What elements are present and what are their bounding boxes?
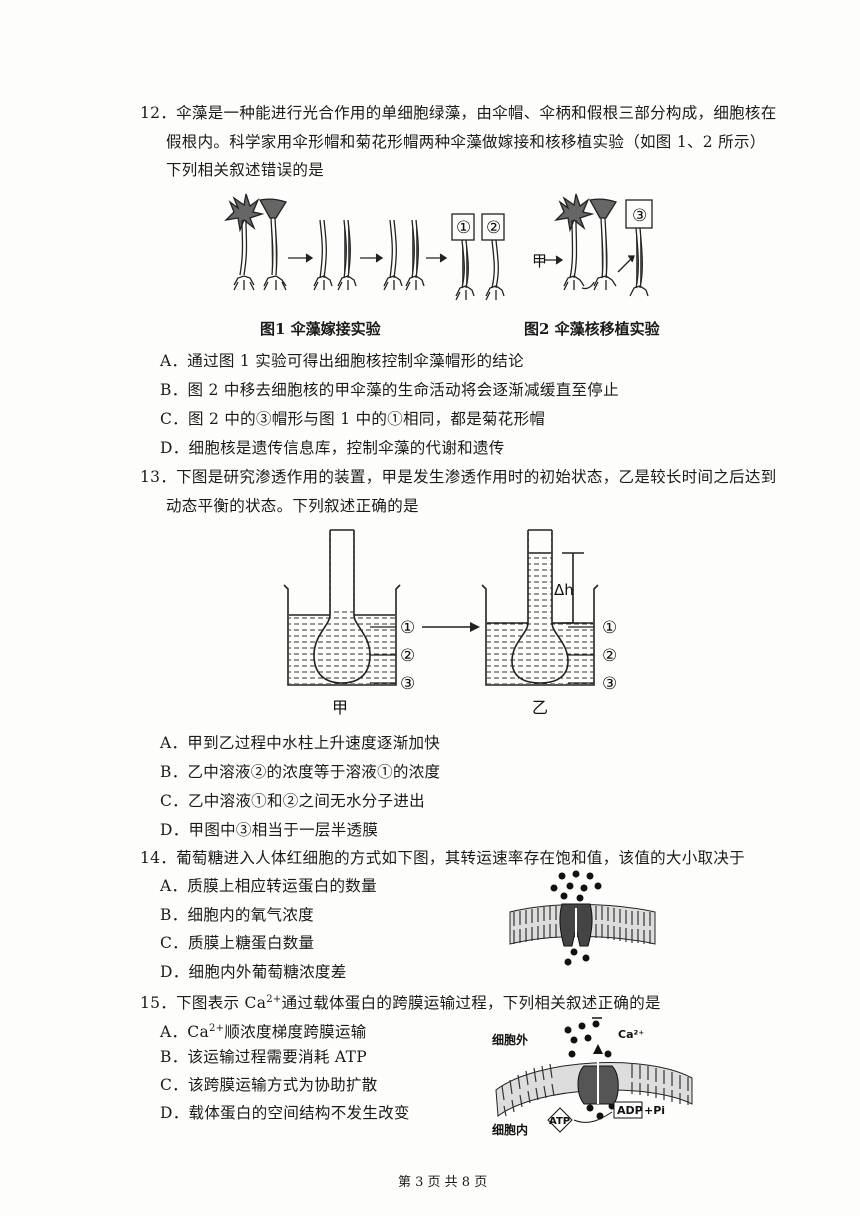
page-footer: 第 3 页 共 8 页 [398, 1175, 488, 1190]
q15-option-c: C．该跨膜运输方式为协助扩散 [160, 1076, 378, 1094]
fig1-label-2: ② [486, 218, 501, 238]
label-inside-cell: 细胞内 [492, 1122, 528, 1137]
q12-option-d: D．细胞核是遗传信息库，控制伞藻的代谢和遗传 [160, 439, 505, 457]
figure-2-nuclear-transplant: ③ 甲 [532, 193, 653, 297]
q12-stem-line3: 下列相关叙述错误的是 [166, 161, 325, 179]
fig2-label-jia: 甲 [532, 252, 547, 270]
q15-option-d: D．载体蛋白的空间结构不发生改变 [160, 1104, 410, 1122]
q12-stem-line1: 12．伞藻是一种能进行光合作用的单细胞绿藻，由伞帽、伞柄和假根三部分构成，细胞核… [140, 104, 777, 122]
q15-option-b: B．该运输过程需要消耗 ATP [160, 1048, 367, 1066]
osmosis-label-yi: 乙 [532, 698, 548, 717]
q14-option-c: C．质膜上糖蛋白数量 [160, 934, 315, 952]
fig1-label-1: ① [456, 218, 471, 238]
q15-stem-line1: 15．下图表示 Ca2+通过载体蛋白的跨膜运输过程，下列相关叙述正确的是 [140, 994, 661, 1013]
atp-label: ATP [549, 1116, 570, 1127]
figure-1-grafting: ① ② [224, 193, 505, 301]
figure-glucose-membrane [509, 870, 656, 966]
q12-option-c: C．图 2 中的③帽形与图 1 中的①相同，都是菊花形帽 [160, 410, 546, 428]
figure-osmosis: ① ② ③ ① ② ③ Δh 甲 乙 [283, 529, 617, 717]
q13-option-c: C．乙中溶液①和②之间无水分子进出 [160, 792, 425, 810]
label-outside-cell: 细胞外 [492, 1032, 528, 1047]
fig2-caption: 图2 伞藻核移植实验 [524, 320, 660, 338]
adp-label: ADP [617, 1104, 643, 1117]
osmosis-jia-label-1: ① [400, 618, 415, 638]
q14-option-b: B．细胞内的氧气浓度 [160, 906, 314, 924]
pi-label: +Pi [644, 1104, 665, 1117]
q13-stem-line1: 13．下图是研究渗透作用的装置，甲是发生渗透作用时的初始状态，乙是较长时间之后达… [140, 468, 777, 486]
fig1-caption: 图1 伞藻嫁接实验 [260, 320, 381, 338]
q14-option-a: A．质膜上相应转运蛋白的数量 [160, 877, 377, 895]
fig2-label-3: ③ [632, 206, 647, 226]
q12-option-b: B．图 2 中移去细胞核的甲伞藻的生命活动将会逐渐减缓直至停止 [160, 381, 619, 399]
figure-calcium-transport: Ca²⁺ 细胞外 细胞内 ATP ADP +Pi [492, 1017, 693, 1137]
osmosis-yi-label-2: ② [602, 646, 617, 666]
osmosis-delta-h: Δh [554, 581, 574, 599]
q12-option-a: A．通过图 1 实验可得出细胞核控制伞藻帽形的结论 [160, 352, 524, 370]
q13-option-a: A．甲到乙过程中水柱上升速度逐渐加快 [160, 734, 441, 752]
calcium-ion-label: Ca²⁺ [618, 1028, 644, 1041]
q13-option-b: B．乙中溶液②的浓度等于溶液①的浓度 [160, 763, 441, 781]
osmosis-jia-label-3: ③ [400, 674, 415, 694]
q15-option-a: A．Ca2+顺浓度梯度跨膜运输 [160, 1023, 367, 1042]
q12-stem-line2: 假根内。科学家用伞形帽和菊花形帽两种伞藻做嫁接和核移植实验（如图 1、2 所示） [166, 133, 766, 151]
q14-stem-line1: 14．葡萄糖进入人体红细胞的方式如下图，其转运速率存在饱和值，该值的大小取决于 [140, 849, 745, 867]
q13-option-d: D．甲图中③相当于一层半透膜 [160, 821, 379, 839]
q13-stem-line2: 动态平衡的状态。下列叙述正确的是 [166, 497, 419, 515]
osmosis-jia-label-2: ② [400, 646, 415, 666]
osmosis-yi-label-1: ① [602, 618, 617, 638]
q14-option-d: D．细胞内外葡萄糖浓度差 [160, 963, 347, 981]
osmosis-yi-label-3: ③ [602, 674, 617, 694]
osmosis-label-jia: 甲 [332, 698, 348, 717]
